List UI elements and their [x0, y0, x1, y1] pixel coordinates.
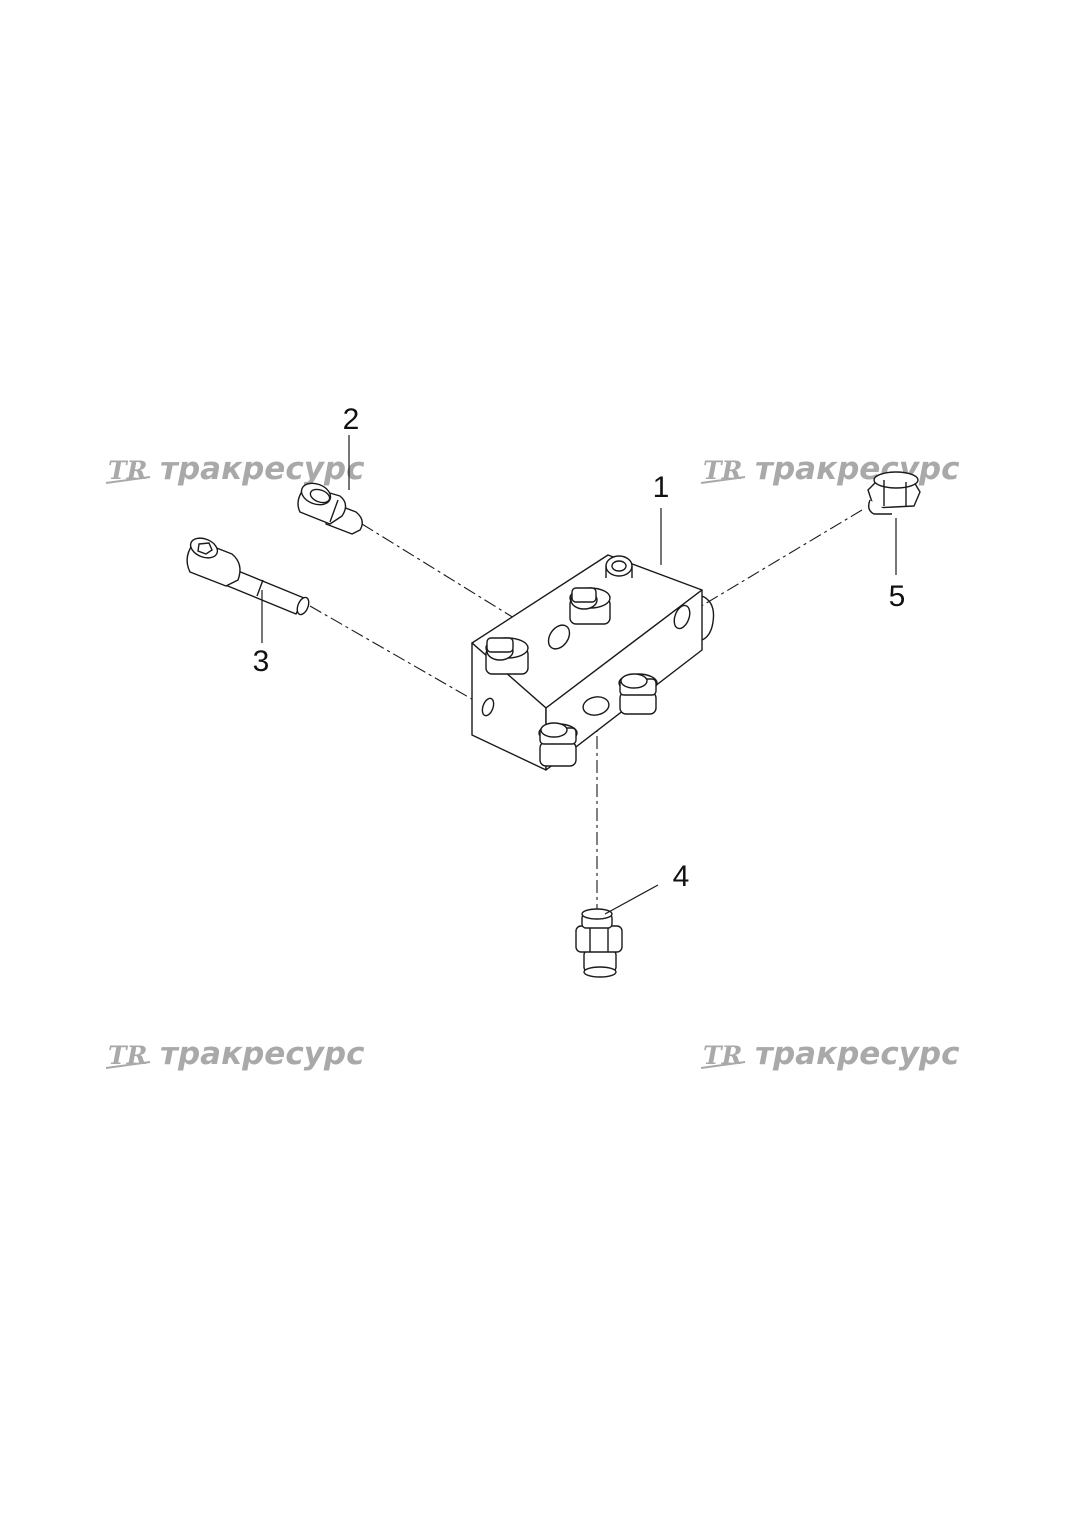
watermark-text: тракресурс [160, 1036, 365, 1072]
assembly-lines [309, 509, 863, 915]
leader-lines [261, 435, 897, 915]
callout-4: 4 [673, 860, 690, 893]
watermark-top-left: TR тракресурс [105, 451, 365, 487]
callout-2: 2 [343, 403, 360, 436]
watermark-text: тракресурс [755, 1036, 960, 1072]
watermark-bottom-right: TR тракресурс [700, 1036, 960, 1072]
assembly-line-part-5 [682, 509, 863, 618]
assembly-line-part-3 [309, 605, 485, 707]
assembly-line-part-2 [361, 523, 557, 645]
valve-block-part-1 [471, 554, 715, 771]
plug-part-2 [297, 482, 363, 535]
watermark-bottom-left: TR тракресурс [105, 1036, 365, 1072]
screw-part-3 [186, 537, 310, 616]
watermark-top-right: TR тракресурс [700, 451, 960, 487]
callout-5: 5 [889, 580, 906, 613]
leader-line-4 [604, 884, 659, 915]
callout-3: 3 [253, 645, 270, 678]
callout-1: 1 [653, 471, 670, 504]
hex-plug-part-5 [867, 471, 921, 515]
watermark-text: тракресурс [755, 451, 960, 487]
fitting-part-4 [575, 908, 623, 978]
watermark-text: тракресурс [160, 451, 365, 487]
